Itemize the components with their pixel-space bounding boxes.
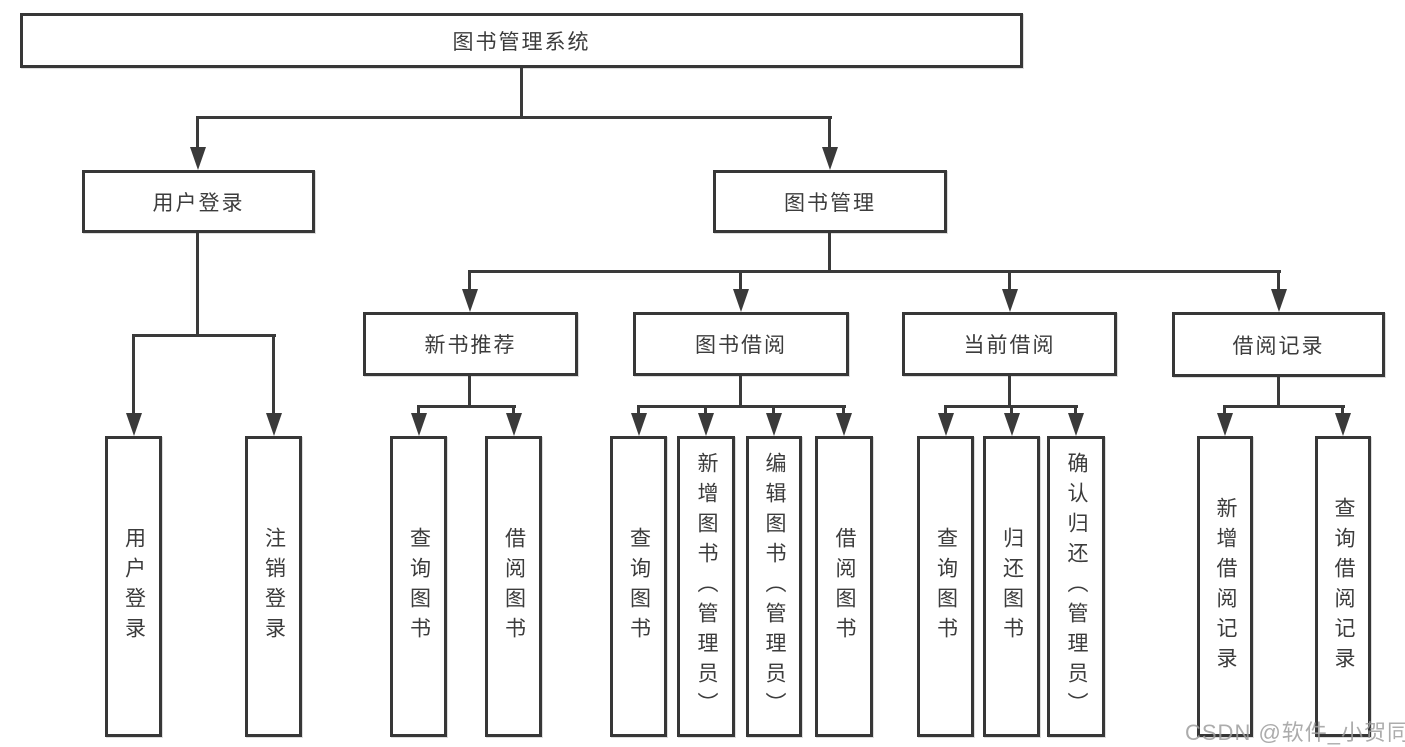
connector-line — [1008, 270, 1011, 292]
leaf-user-login: 用户登录 — [105, 436, 162, 737]
connector-line — [1341, 405, 1344, 416]
connector-line — [828, 116, 831, 149]
connector-line — [944, 405, 947, 416]
connector-line — [417, 405, 516, 408]
node-new-book-recommend-label: 新书推荐 — [424, 334, 517, 357]
leaf-records-add-record-label: 新增借阅记录 — [1214, 496, 1238, 677]
leaf-current-confirm-return-admin-label: 确认归还（管理员） — [1065, 451, 1089, 722]
leaf-current-return-book-label: 归还图书 — [1000, 526, 1024, 647]
node-new-book-recommend: 新书推荐 — [363, 312, 578, 376]
connector-line — [468, 270, 1281, 273]
arrowhead-down-icon — [733, 289, 749, 312]
leaf-borrow-edit-book-admin-label: 编辑图书（管理员） — [763, 451, 787, 722]
arrowhead-down-icon — [1217, 413, 1233, 436]
connector-line — [1010, 405, 1013, 416]
leaf-recommend-borrow-book-label: 借阅图书 — [502, 526, 526, 647]
leaf-recommend-query-book-label: 查询图书 — [407, 526, 431, 647]
connector-line — [772, 405, 775, 416]
arrowhead-down-icon — [1335, 413, 1351, 436]
connector-line — [417, 405, 420, 416]
connector-line — [828, 233, 831, 273]
connector-line — [739, 270, 742, 292]
node-current-borrow: 当前借阅 — [902, 312, 1117, 376]
arrowhead-down-icon — [190, 147, 206, 170]
connector-line — [132, 334, 276, 337]
leaf-logout-login-label: 注销登录 — [262, 526, 286, 647]
connector-line — [132, 334, 135, 414]
leaf-recommend-query-book: 查询图书 — [390, 436, 447, 737]
node-borrow-records-label: 借阅记录 — [1232, 334, 1325, 358]
node-borrow-records: 借阅记录 — [1172, 312, 1385, 377]
connector-line — [1223, 405, 1226, 416]
connector-line — [1008, 376, 1011, 408]
arrowhead-down-icon — [631, 413, 647, 436]
arrowhead-down-icon — [411, 413, 427, 436]
arrowhead-down-icon — [766, 413, 782, 436]
arrowhead-down-icon — [462, 289, 478, 312]
leaf-borrow-borrow-book-label: 借阅图书 — [833, 526, 857, 647]
arrowhead-down-icon — [836, 413, 852, 436]
leaf-current-query-book: 查询图书 — [917, 436, 974, 737]
leaf-records-query-record: 查询借阅记录 — [1315, 436, 1371, 737]
arrowhead-down-icon — [126, 413, 142, 436]
leaf-recommend-borrow-book: 借阅图书 — [485, 436, 542, 737]
connector-line — [272, 334, 275, 414]
node-book-management-branch: 图书管理 — [713, 170, 947, 233]
leaf-current-confirm-return-admin: 确认归还（管理员） — [1047, 436, 1105, 737]
connector-line — [1223, 405, 1345, 408]
node-root: 图书管理系统 — [20, 13, 1023, 68]
arrowhead-down-icon — [1068, 413, 1084, 436]
connector-line — [520, 68, 523, 118]
connector-line — [739, 376, 742, 408]
connector-line — [196, 233, 199, 337]
connector-line — [468, 270, 471, 292]
connector-line — [704, 405, 707, 416]
leaf-logout-login: 注销登录 — [245, 436, 302, 737]
arrowhead-down-icon — [822, 147, 838, 170]
connector-line — [842, 405, 845, 416]
connector-line — [1277, 377, 1280, 408]
node-current-borrow-label: 当前借阅 — [963, 334, 1056, 357]
leaf-user-login-label: 用户登录 — [122, 526, 146, 647]
leaf-borrow-add-book-admin: 新增图书（管理员） — [677, 436, 735, 737]
connector-line — [637, 405, 640, 416]
connector-line — [512, 405, 515, 416]
connector-line — [196, 116, 832, 119]
leaf-borrow-add-book-admin-label: 新增图书（管理员） — [695, 451, 719, 722]
leaf-borrow-edit-book-admin: 编辑图书（管理员） — [746, 436, 802, 737]
leaf-current-query-book-label: 查询图书 — [934, 526, 958, 647]
arrowhead-down-icon — [266, 413, 282, 436]
leaf-current-return-book: 归还图书 — [983, 436, 1040, 737]
node-user-login-branch: 用户登录 — [82, 170, 315, 233]
node-user-login-branch-label: 用户登录 — [152, 191, 245, 215]
connector-line — [1277, 270, 1280, 292]
leaf-borrow-query-book: 查询图书 — [610, 436, 667, 737]
leaf-records-add-record: 新增借阅记录 — [1197, 436, 1253, 737]
arrowhead-down-icon — [938, 413, 954, 436]
node-book-management-branch-label: 图书管理 — [784, 191, 876, 215]
node-book-borrow: 图书借阅 — [633, 312, 849, 376]
leaf-borrow-query-book-label: 查询图书 — [627, 526, 651, 647]
arrowhead-down-icon — [698, 413, 714, 436]
arrowhead-down-icon — [1002, 289, 1018, 312]
leaf-records-query-record-label: 查询借阅记录 — [1332, 496, 1356, 677]
connector-line — [637, 405, 846, 408]
connector-line — [196, 116, 199, 149]
watermark: CSDN @软件_小贺同学 — [1185, 720, 1405, 745]
connector-line — [468, 376, 471, 408]
arrowhead-down-icon — [506, 413, 522, 436]
node-book-borrow-label: 图书借阅 — [695, 334, 787, 357]
node-root-label: 图书管理系统 — [452, 30, 591, 54]
leaf-borrow-borrow-book: 借阅图书 — [815, 436, 873, 737]
arrowhead-down-icon — [1004, 413, 1020, 436]
connector-line — [1074, 405, 1077, 416]
arrowhead-down-icon — [1271, 289, 1287, 312]
